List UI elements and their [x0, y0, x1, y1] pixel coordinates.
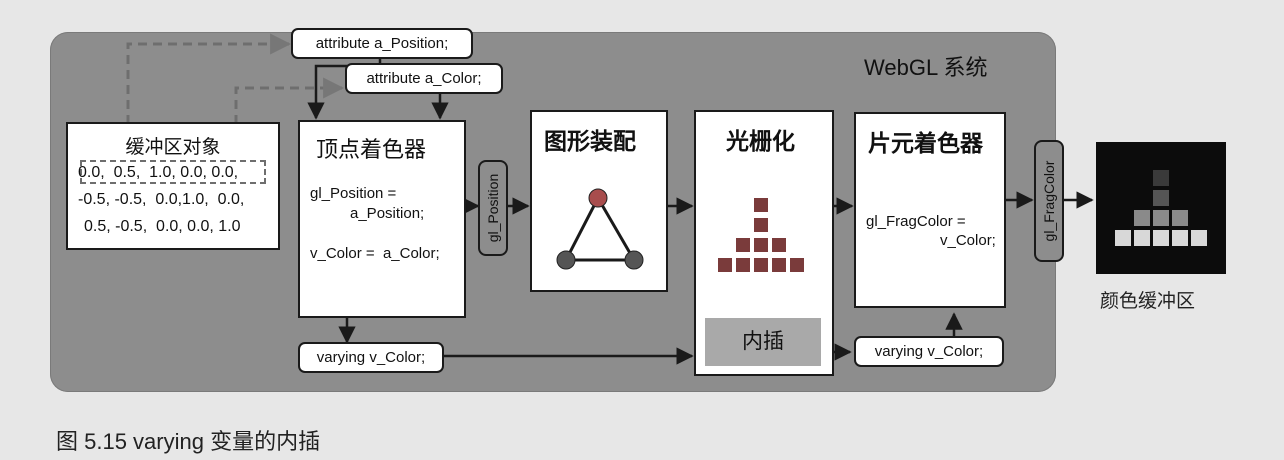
buffer-row-3: 0.5, -0.5, 0.0, 0.0, 1.0 — [84, 218, 241, 235]
triangle-graphic — [556, 188, 644, 270]
buffer-highlight — [80, 160, 266, 184]
color-buffer — [1096, 142, 1226, 274]
attribute-a-color: attribute a_Color; — [345, 63, 503, 94]
attribute-a-position: attribute a_Position; — [291, 28, 473, 59]
vertex-shader: 顶点着色器 gl_Position = a_Position; v_Color … — [298, 120, 466, 318]
vs-code-line-1: gl_Position = — [310, 185, 397, 202]
vertex-right — [624, 250, 644, 270]
buffer-row-2: -0.5, -0.5, 0.0,1.0, 0.0, — [78, 191, 245, 208]
primitive-assembly-title: 图形装配 — [544, 128, 636, 154]
fs-code-line-2: v_Color; — [940, 232, 996, 249]
color-buffer-pixels — [1115, 170, 1207, 246]
rasterization-title: 光栅化 — [726, 128, 795, 154]
gl-fragcolor-pill: gl_FragColor — [1034, 140, 1064, 262]
varying-v-color-left: varying v_Color; — [298, 342, 444, 373]
vertex-top — [588, 188, 608, 208]
color-buffer-label: 颜色缓冲区 — [1100, 291, 1196, 312]
varying-v-color-right: varying v_Color; — [854, 336, 1004, 367]
fragment-shader: 片元着色器 gl_FragColor = v_Color; — [854, 112, 1006, 308]
buffer-object: 缓冲区对象 0.0, 0.5, 1.0, 0.0, 0.0, -0.5, -0.… — [66, 122, 280, 250]
gl-position-label: gl_Position — [485, 173, 501, 243]
vs-code-line-2: a_Position; — [350, 205, 425, 222]
vertex-shader-title: 顶点着色器 — [316, 137, 427, 162]
gl-fragcolor-label: gl_FragColor — [1041, 160, 1057, 242]
vertex-left — [556, 250, 576, 270]
fs-code-line-1: gl_FragColor = — [866, 213, 966, 230]
buffer-row-1: 0.0, 0.5, 1.0, 0.0, 0.0, — [78, 164, 239, 181]
fragment-shader-title: 片元着色器 — [868, 130, 983, 156]
raster-pixels — [718, 198, 804, 272]
interpolation-box: 内插 — [705, 318, 821, 366]
primitive-assembly: 图形装配 — [530, 110, 668, 292]
buffer-title: 缓冲区对象 — [125, 137, 221, 158]
vs-code-line-3: v_Color = a_Color; — [310, 245, 440, 262]
figure-caption: 图 5.15 varying 变量的内插 — [56, 429, 321, 454]
system-title: WebGL 系统 — [864, 55, 988, 80]
buffer-to-color-arrow — [234, 77, 345, 124]
buffer-to-position-arrow — [126, 33, 292, 124]
gl-position-pill: gl_Position — [478, 160, 508, 256]
